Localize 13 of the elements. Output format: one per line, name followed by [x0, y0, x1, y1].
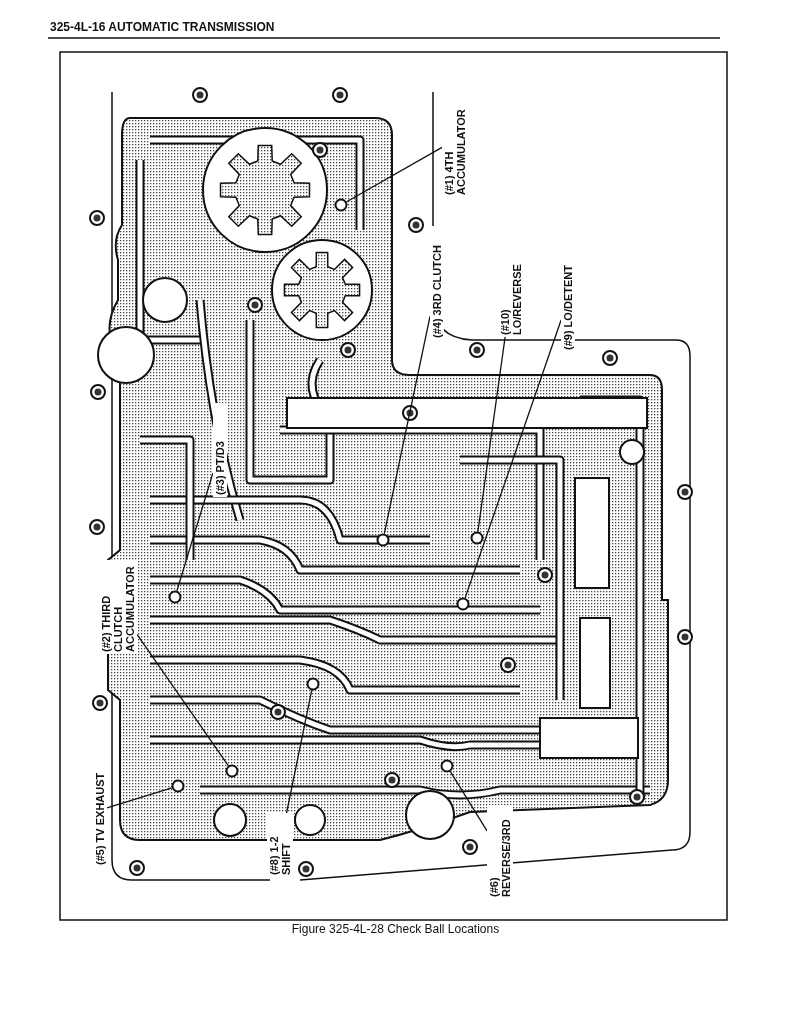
leader-line [449, 770, 488, 832]
callout-label: (#4) 3RD CLUTCH [430, 226, 444, 340]
callout-label: (#3) PT/D3 [213, 403, 227, 497]
leader-line [477, 336, 506, 533]
leader-line [383, 315, 431, 535]
page-header: 325-4L-16 AUTOMATIC TRANSMISSION [50, 20, 275, 34]
leader-line [346, 146, 443, 203]
callout-label: (#6) REVERSE/3RD [487, 805, 513, 899]
callout-label: (#8) 1-2 SHIFT [267, 813, 293, 877]
callout-label: (#2) THIRD CLUTCH ACCUMULATOR [99, 560, 137, 654]
leader-line [176, 472, 214, 592]
figure-caption: Figure 325-4L-28 Check Ball Locations [291, 922, 500, 936]
leader-line [464, 319, 562, 599]
